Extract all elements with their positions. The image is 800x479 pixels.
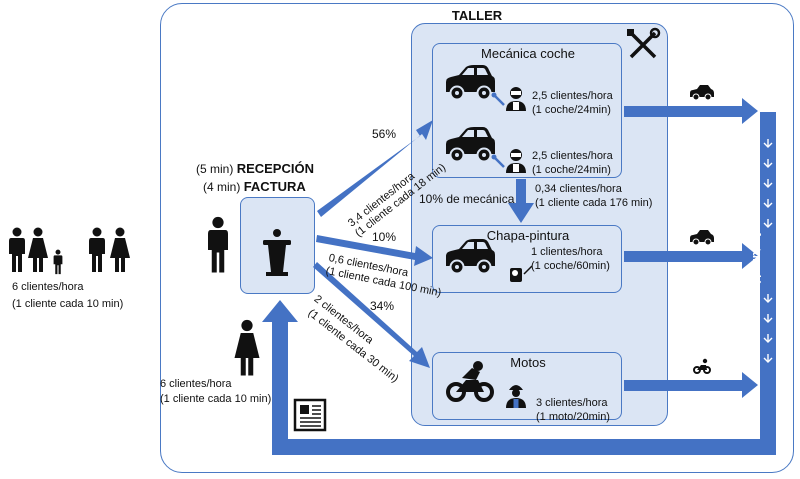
motos-detail: (1 moto/20min) [536,411,610,423]
mecanica-station2-rate: 2,5 clientes/hora [532,150,613,162]
chapa-title: Chapa-pintura [486,228,570,243]
reception-box [240,197,315,294]
reception-time: (5 min) RECEPCIÓN [196,161,314,176]
chapa-box: Chapa-pintura [432,225,622,293]
family-icon [9,227,63,275]
mec-to-chapa-interval: (1 cliente cada 176 min) [535,197,653,209]
mec-to-chapa-rate: 0,34 clientes/hora [535,183,622,195]
motos-title: Motos [510,355,546,370]
mecanica-station1-rate: 2,5 clientes/hora [532,90,613,102]
return-interval: (1 cliente cada 10 min) [160,393,272,405]
taller-title: TALLER [451,8,503,23]
motos-rate: 3 clientes/hora [536,397,608,409]
to-chapa-pct: 10% [372,230,397,244]
couple-icon [89,227,130,272]
mecanica-station2-detail: (1 coche/24min) [532,164,611,176]
mecanica-title: Mecánica coche [481,46,575,61]
mecanica-station1-detail: (1 coche/24min) [532,104,611,116]
chapa-detail: (1 coche/60min) [531,260,610,272]
to-motos-pct: 34% [370,299,395,313]
mec-to-chapa-label: 10% de mecánica [419,192,515,206]
taller-frame [160,3,794,473]
factura-label: FACTURA [243,179,306,194]
customers-interval: (1 cliente cada 10 min) [12,298,124,310]
facturacion-label: facturación [750,232,762,292]
chapa-rate: 1 clientes/hora [531,246,603,258]
factura-time: (4 min) FACTURA [203,179,306,194]
customers-rate: 6 clientes/hora [12,281,84,293]
reception-label: RECEPCIÓN [236,161,314,176]
to-mecanica-pct: 56% [372,127,397,141]
return-rate: 6 clientes/hora [160,378,232,390]
